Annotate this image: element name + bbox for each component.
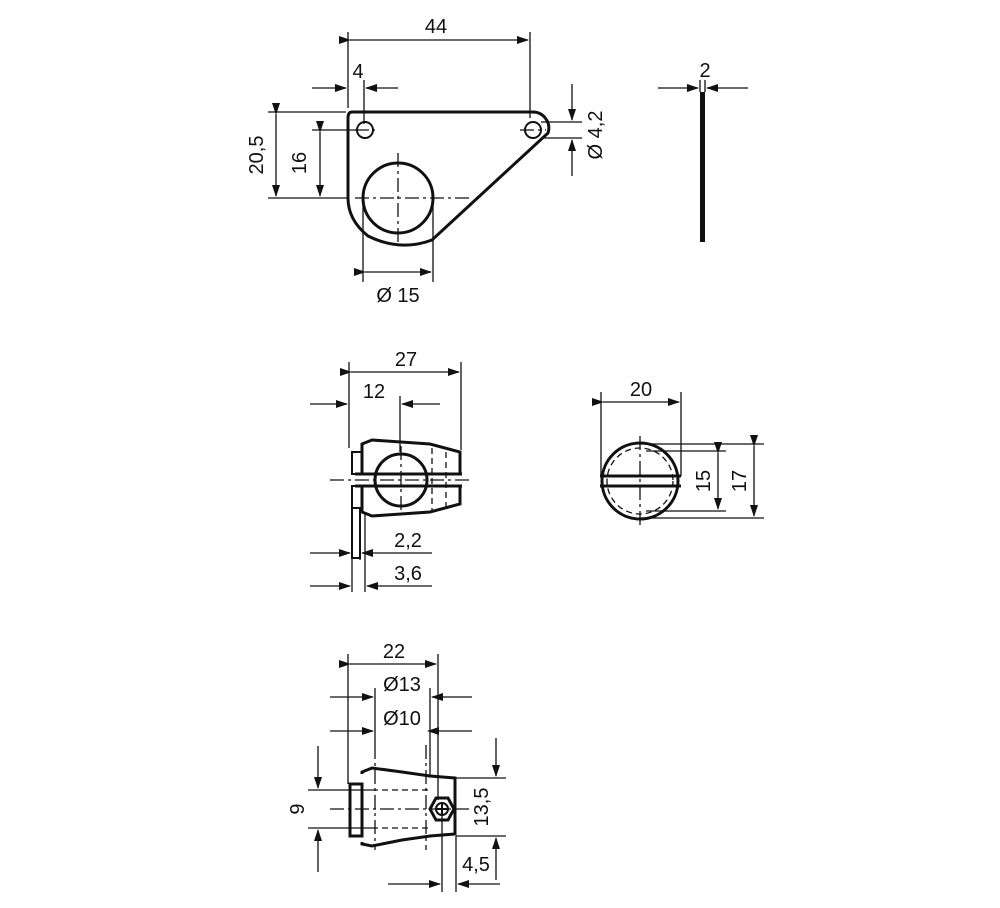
hex-nut <box>428 796 456 822</box>
dim-label-length: 22 <box>383 641 405 663</box>
dim-label-height-left: 9 <box>287 803 309 814</box>
bracket-plate-side-view: 2 <box>658 60 748 242</box>
clamp-front-view: 27 12 2,2 3,6 <box>310 349 470 592</box>
dim-label-hole-diameter: Ø 4,2 <box>585 111 607 160</box>
dim-label-outer: 17 <box>729 470 751 492</box>
dim-label-outer-diameter: Ø13 <box>383 674 421 696</box>
dim-label-height-total: 20,5 <box>246 136 268 175</box>
dim-label-screw-offset: 4,5 <box>462 854 490 876</box>
dim-label-inner-diameter: Ø10 <box>383 708 421 730</box>
plate-thickness-profile <box>700 92 705 242</box>
dim-label-slot-b: 3,6 <box>394 563 422 585</box>
dim-label-width: 20 <box>630 379 652 401</box>
dim-label-hole-offset: 4 <box>352 61 363 83</box>
clamp-top-body <box>360 766 457 848</box>
dim-label-length: 27 <box>395 349 417 371</box>
dim-label-center-offset: 12 <box>363 381 385 403</box>
dim-label-height-right: 13,5 <box>471 788 493 827</box>
dim-label-width: 44 <box>425 16 447 38</box>
clamp-plate-edge <box>351 507 361 559</box>
clamp-tab-upper <box>351 451 363 475</box>
bracket-plate-outline <box>346 110 551 247</box>
clamp-top-collar <box>348 782 364 838</box>
dim-label-inner: 15 <box>693 470 715 492</box>
clamp-top-view: 22 Ø13 Ø10 9 13,5 4,5 <box>287 641 506 892</box>
dim-label-thickness: 2 <box>699 60 710 82</box>
bracket-plate-top-view: 44 4 20,5 16 Ø 4,2 Ø 15 <box>246 16 607 307</box>
dim-label-height-center: 16 <box>289 152 311 174</box>
clamp-side-view: 20 15 17 <box>592 379 764 526</box>
dim-label-slot-a: 2,2 <box>394 530 422 552</box>
clamp-front-upper-body <box>360 438 462 474</box>
dim-label-bore-diameter: Ø 15 <box>376 285 419 307</box>
